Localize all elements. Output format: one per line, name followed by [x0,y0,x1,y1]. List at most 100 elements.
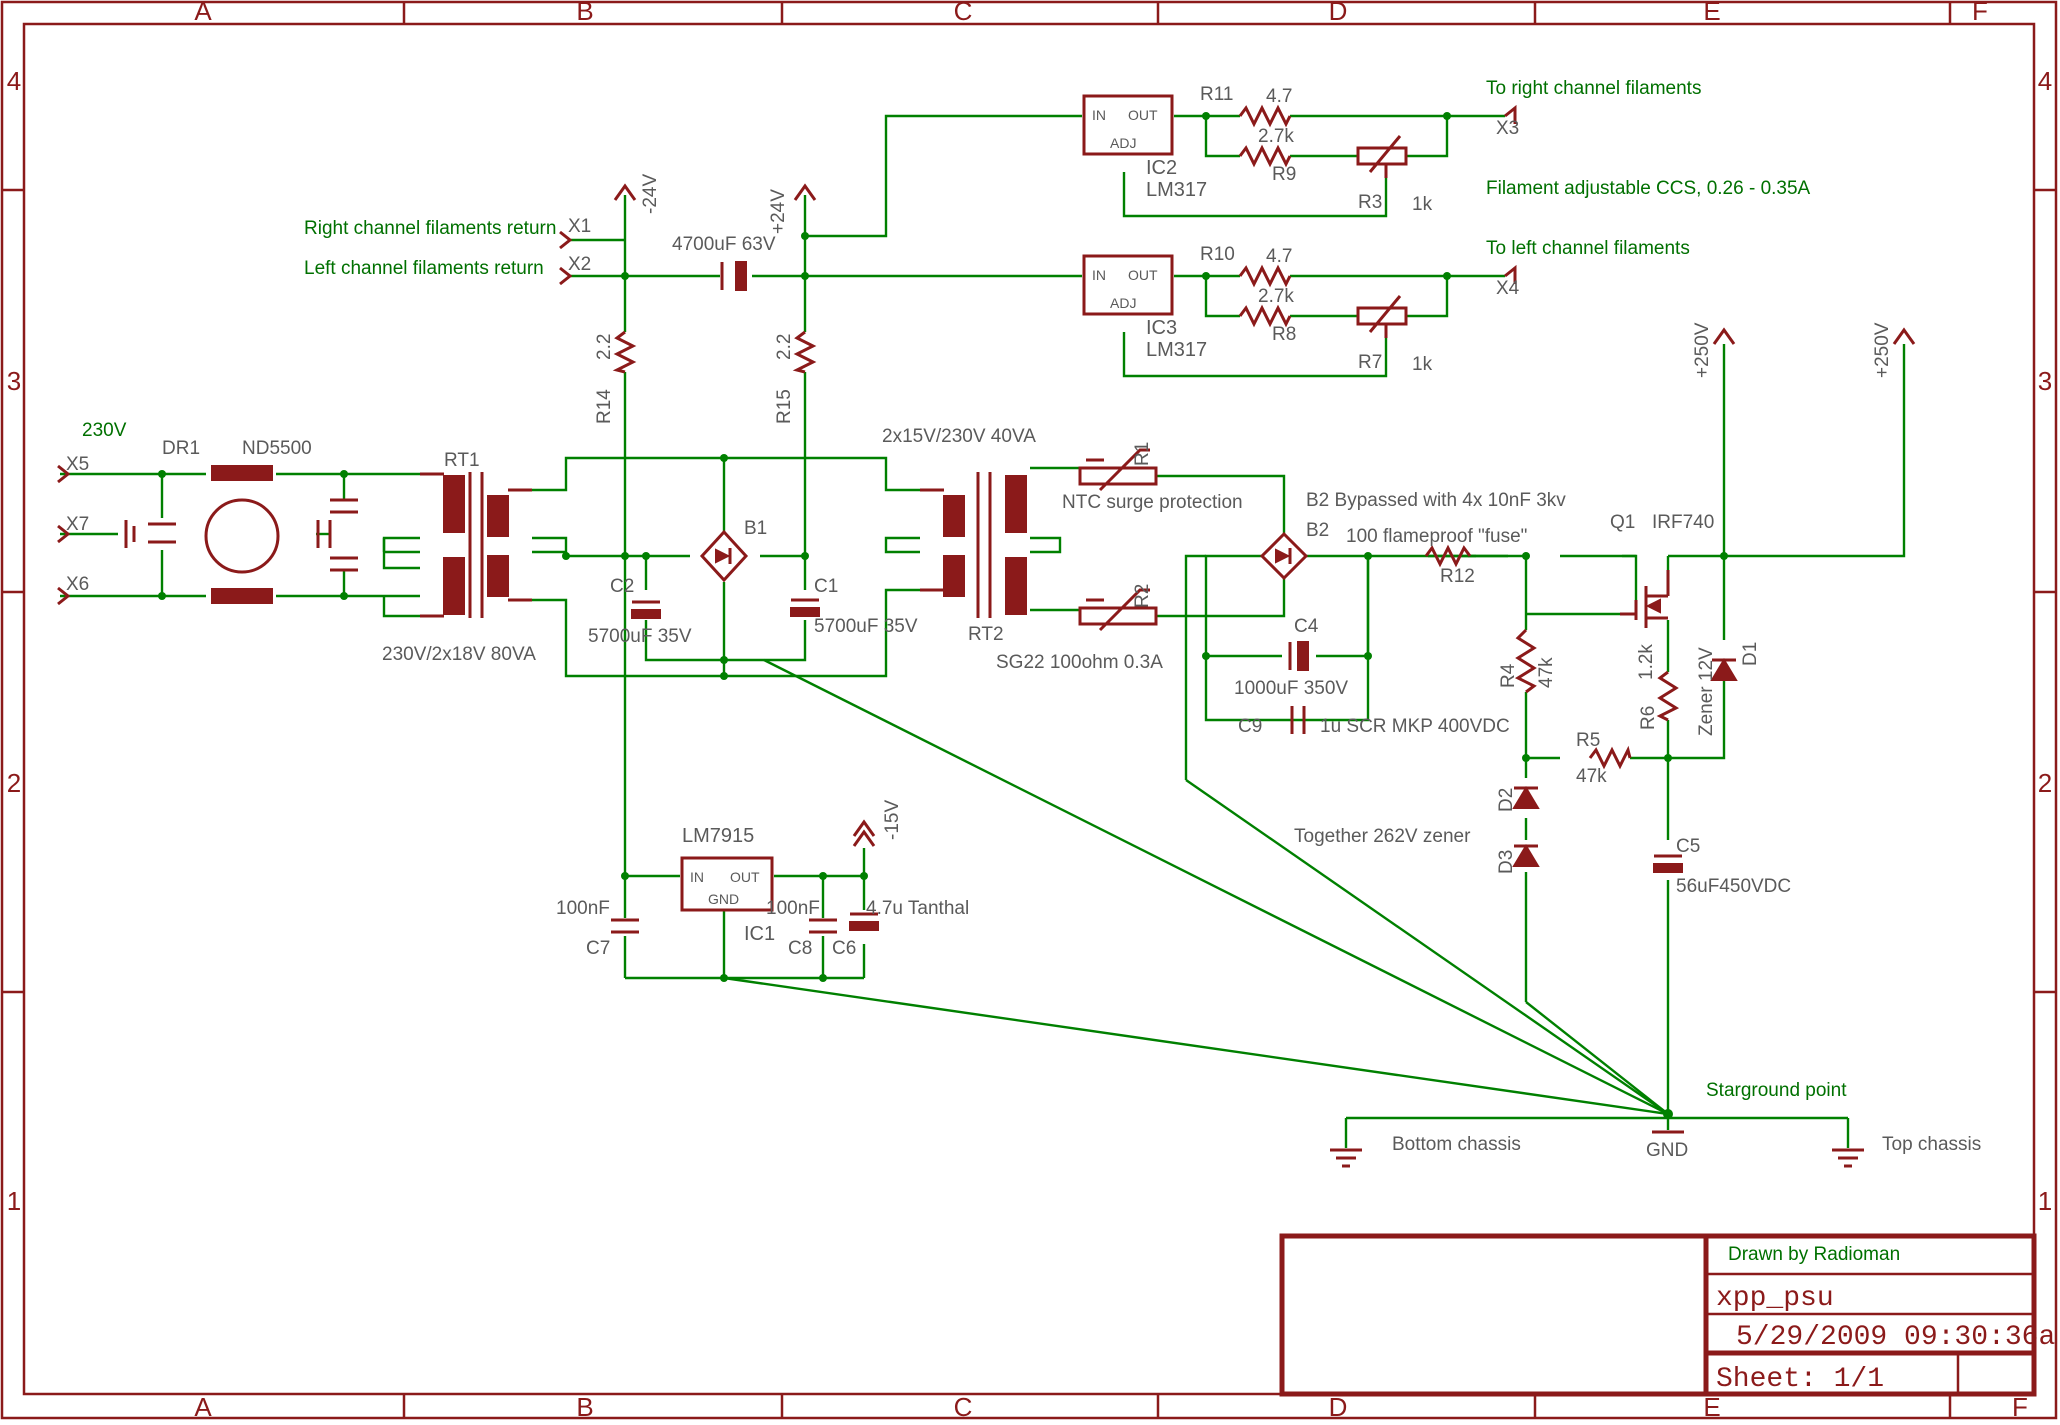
row-label: 1 [7,1186,21,1216]
row-label: 2 [7,768,21,798]
ic2-adj-pin: ADJ [1110,135,1136,151]
ic3-in-pin: IN [1092,267,1106,283]
resistor-r15 [792,330,817,374]
capacitor-c6 [849,912,879,931]
ic2-value: LM317 [1146,179,1207,201]
resistor-r4 [1514,628,1537,694]
c4-value: 1000uF 350V [1234,678,1348,699]
supply-plus-250v-a: +250V [1692,322,1713,378]
c1-ref: C1 [814,576,838,597]
r11-ref: R11 [1200,84,1233,105]
ic3-out-pin: OUT [1128,267,1158,283]
drawing-date: 5/29/2009 09:30:36a [1736,1322,2055,1353]
d1-value: Zener 12V [1696,647,1717,736]
column-label: B [576,0,593,26]
capacitor-c4 [1288,641,1309,671]
resistor-r11 [1238,104,1292,128]
rt1-ref: RT1 [444,450,480,471]
row-label: 4 [2038,66,2052,96]
ic2-out-pin: OUT [1128,107,1158,123]
capacitor-c2 [631,600,661,619]
ccs-note: Filament adjustable CCS, 0.26 - 0.35A [1486,178,1811,199]
drawn-by-label: Drawn by Radioman [1728,1244,1900,1265]
column-label: E [1703,1392,1720,1420]
r14-ref: R14 [594,389,615,424]
b2-bypass-note: B2 Bypassed with 4x 10nF 3kv [1306,490,1566,511]
row-label: 3 [2038,366,2052,396]
transformer-rt2 [920,472,1027,618]
c9-value: 1u SCR MKP 400VDC [1320,716,1510,737]
zener-d1 [1710,658,1738,681]
resistor-r10 [1238,264,1292,288]
c5-ref: C5 [1676,836,1700,857]
c6-ref: C6 [832,938,856,959]
resistor-r14 [612,330,637,374]
ic2-ref: IC2 [1146,157,1177,179]
ic3-adj-pin: ADJ [1110,295,1136,311]
supply-minus-15v: -15V [882,800,903,840]
r8-value: 2.7k [1258,286,1294,307]
c6-value: 4.7u Tanthal [866,898,969,919]
b1-ref: B1 [744,518,767,539]
column-label: D [1329,1392,1348,1420]
fuse-note: 100 flameproof "fuse" [1346,526,1527,547]
connector-x2: X2 [568,254,591,275]
q1-ref: Q1 [1610,512,1635,533]
r3-ref: R3 [1358,192,1382,213]
r7-ref: R7 [1358,352,1382,373]
c9-ref: C9 [1238,716,1262,737]
row-label: 4 [7,66,21,96]
c1-value: 5700uF 35V [814,616,918,637]
resistor-r12 [1424,544,1472,568]
r9-ref: R9 [1272,164,1296,185]
r9-value: 2.7k [1258,126,1294,147]
right-return-note: Right channel filaments return [304,218,556,239]
row-label: 2 [2038,768,2052,798]
bottom-chassis-note: Bottom chassis [1392,1134,1521,1155]
r5-value: 47k [1576,766,1607,787]
c2-value: 5700uF 35V [588,626,692,647]
column-label: F [2012,1392,2028,1420]
row-label: 1 [2038,1186,2052,1216]
r4-value: 47k [1536,657,1557,688]
r2-value: SG22 100ohm 0.3A [996,652,1163,673]
d3-ref: D3 [1496,850,1517,874]
ntc-note: NTC surge protection [1062,492,1243,513]
supply-plus-250v-b: +250V [1872,322,1893,378]
diode-d3 [1512,844,1540,867]
r8-ref: R8 [1272,324,1296,345]
resistor-r8 [1238,304,1292,328]
column-label: E [1703,0,1720,26]
connector-x5: X5 [66,454,89,475]
column-label: C [954,0,973,26]
dr1-value: ND5500 [242,438,312,459]
ic3-ref: IC3 [1146,317,1177,339]
trimmer-r7 [1356,295,1408,338]
c5-value: 56uF450VDC [1676,876,1791,897]
q1-value: IRF740 [1652,512,1714,533]
capacitor-c8 [809,918,837,934]
regulator-ic3 [1082,254,1174,316]
starground-note: Starground point [1706,1080,1847,1101]
r4-ref: R4 [1498,663,1519,688]
r15-value: 2.2 [774,334,795,360]
c8-value: 100nF [766,898,820,919]
ic1-in-pin: IN [690,869,704,885]
r11-value: 4.7 [1266,86,1292,107]
r6-ref: R6 [1638,706,1659,730]
choke-dr1 [204,465,280,604]
capacitor-4700uf [720,261,747,291]
capacitor-c9 [1290,706,1306,734]
row-label: 3 [7,366,21,396]
rt2-value: 2x15V/230V 40VA [882,426,1036,447]
d1-ref: D1 [1740,642,1761,666]
rt1-value: 230V/2x18V 80VA [382,644,536,665]
connector-x7: X7 [66,514,89,535]
r12-ref: R12 [1440,566,1475,587]
c7-value: 100nF [556,898,610,919]
c4-ref: C4 [1294,616,1319,637]
r6-value: 1.2k [1636,644,1657,680]
connector-x3: X3 [1496,118,1519,139]
